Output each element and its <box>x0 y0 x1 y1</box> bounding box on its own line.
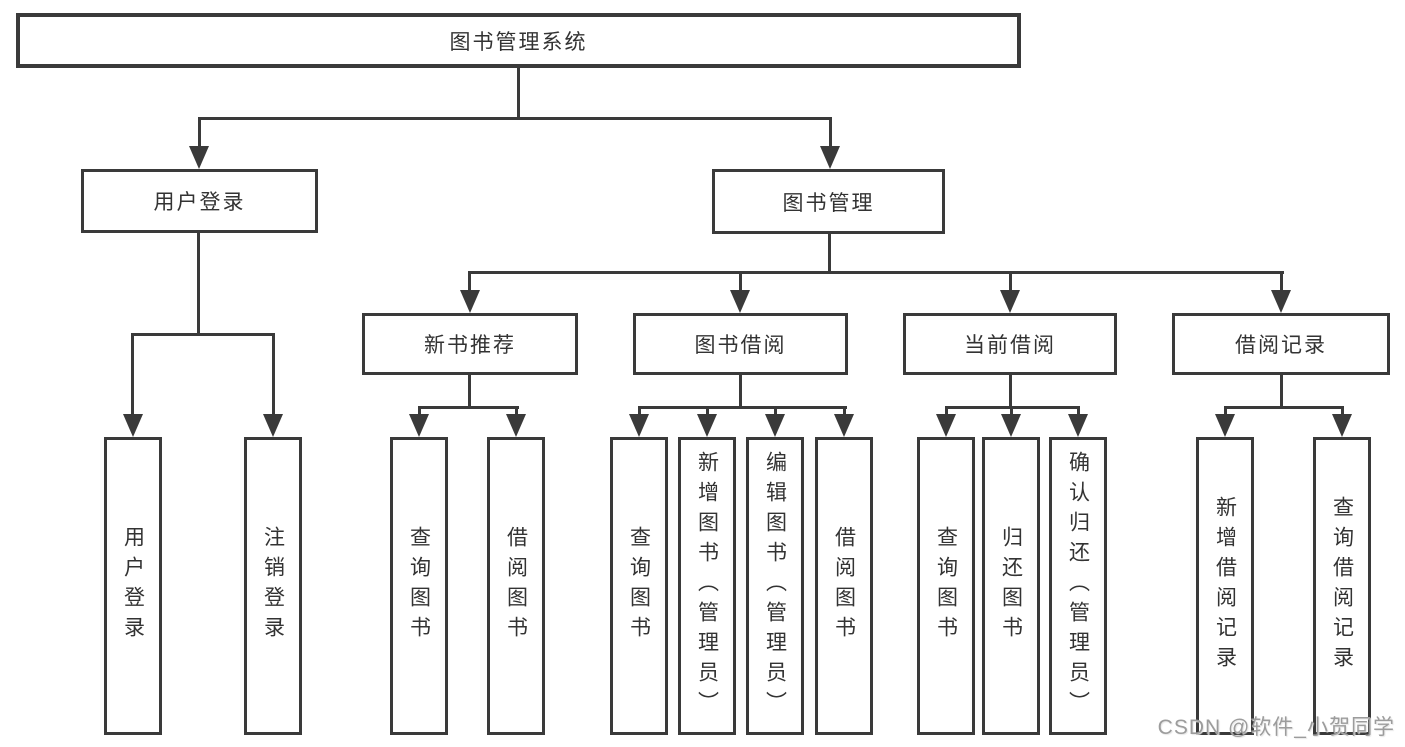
connector-line <box>272 333 275 416</box>
leaf-logout: 注销登录 <box>244 437 302 735</box>
connector-arrow <box>820 146 840 169</box>
leaf-label: 借阅图书 <box>504 526 528 646</box>
connector-line <box>418 406 421 418</box>
leaf-confirm-return-admin: 确认归还（管理员） <box>1049 437 1107 735</box>
connector-line <box>1077 406 1080 418</box>
connector-arrow <box>460 290 480 313</box>
leaf-query-book-3: 查询图书 <box>917 437 975 735</box>
node-current-borrow-label: 当前借阅 <box>964 334 1056 357</box>
connector-arrow <box>834 414 854 437</box>
connector-line <box>131 333 275 336</box>
leaf-query-book-2: 查询图书 <box>610 437 668 735</box>
connector-line <box>1009 374 1012 409</box>
leaf-label: 确认归还（管理员） <box>1066 451 1090 721</box>
connector-line <box>198 117 832 120</box>
connector-line <box>1009 271 1012 295</box>
leaf-label: 新增图书（管理员） <box>695 451 719 721</box>
connector-line <box>468 271 1284 274</box>
connector-line <box>1224 406 1344 409</box>
leaf-edit-book-admin: 编辑图书（管理员） <box>746 437 804 735</box>
leaf-label: 查询借阅记录 <box>1330 496 1354 676</box>
connector-line <box>739 271 742 295</box>
connector-line <box>945 406 948 418</box>
connector-line <box>1280 271 1283 295</box>
node-new-book-recommend-label: 新书推荐 <box>424 334 516 357</box>
connector-line <box>468 374 471 409</box>
leaf-label: 新增借阅记录 <box>1213 496 1237 676</box>
connector-line <box>774 406 777 418</box>
leaf-label: 用户登录 <box>121 526 145 646</box>
connector-arrow <box>409 414 429 437</box>
leaf-add-book-admin: 新增图书（管理员） <box>678 437 736 735</box>
leaf-borrow-book-1: 借阅图书 <box>487 437 545 735</box>
connector-arrow <box>263 414 283 437</box>
node-root: 图书管理系统 <box>16 13 1021 68</box>
connector-line <box>418 406 519 409</box>
connector-line <box>1010 406 1013 418</box>
node-current-borrow: 当前借阅 <box>903 313 1117 375</box>
node-book-borrow-label: 图书借阅 <box>694 334 787 357</box>
connector-line <box>468 271 471 295</box>
connector-arrow <box>730 290 750 313</box>
connector-line <box>131 333 134 416</box>
connector-arrow <box>506 414 526 437</box>
connector-line <box>638 406 847 409</box>
leaf-label: 编辑图书（管理员） <box>763 451 787 721</box>
connector-line <box>1280 374 1283 409</box>
leaf-query-borrow-record: 查询借阅记录 <box>1313 437 1371 735</box>
connector-arrow <box>123 414 143 437</box>
connector-arrow <box>629 414 649 437</box>
node-root-label: 图书管理系统 <box>449 30 588 54</box>
connector-line <box>198 117 201 149</box>
leaf-label: 注销登录 <box>261 526 285 646</box>
connector-line <box>829 117 832 149</box>
node-user-login-label: 用户登录 <box>153 191 246 214</box>
connector-line <box>1224 406 1227 418</box>
node-user-login: 用户登录 <box>81 169 318 233</box>
leaf-user-login: 用户登录 <box>104 437 162 735</box>
connector-arrow <box>1001 414 1021 437</box>
connector-arrow <box>765 414 785 437</box>
node-borrow-record: 借阅记录 <box>1172 313 1390 375</box>
node-book-management-label: 图书管理 <box>782 191 875 215</box>
leaf-label: 查询图书 <box>407 526 431 646</box>
connector-arrow <box>1215 414 1235 437</box>
connector-line <box>843 406 846 418</box>
connector-arrow <box>1068 414 1088 437</box>
node-new-book-recommend: 新书推荐 <box>362 313 578 375</box>
connector-line <box>197 232 200 336</box>
leaf-query-book-1: 查询图书 <box>390 437 448 735</box>
leaf-label: 归还图书 <box>999 526 1023 646</box>
connector-line <box>517 66 520 119</box>
leaf-label: 借阅图书 <box>832 526 856 646</box>
connector-line <box>638 406 641 418</box>
leaf-borrow-book-2: 借阅图书 <box>815 437 873 735</box>
connector-arrow <box>1000 290 1020 313</box>
connector-line <box>706 406 709 418</box>
connector-arrow <box>189 146 209 169</box>
connector-arrow <box>936 414 956 437</box>
connector-arrow <box>1271 290 1291 313</box>
connector-line <box>515 406 518 418</box>
connector-line <box>739 374 742 409</box>
leaf-return-book: 归还图书 <box>982 437 1040 735</box>
connector-line <box>828 233 831 274</box>
node-borrow-record-label: 借阅记录 <box>1235 334 1327 357</box>
leaf-label: 查询图书 <box>627 526 651 646</box>
connector-line <box>1341 406 1344 418</box>
csdn-watermark: CSDN @软件_小贺同学 <box>1157 716 1395 739</box>
connector-arrow <box>697 414 717 437</box>
leaf-label: 查询图书 <box>934 526 958 646</box>
node-book-borrow: 图书借阅 <box>633 313 848 375</box>
connector-arrow <box>1332 414 1352 437</box>
node-book-management: 图书管理 <box>712 169 945 234</box>
leaf-add-borrow-record: 新增借阅记录 <box>1196 437 1254 735</box>
